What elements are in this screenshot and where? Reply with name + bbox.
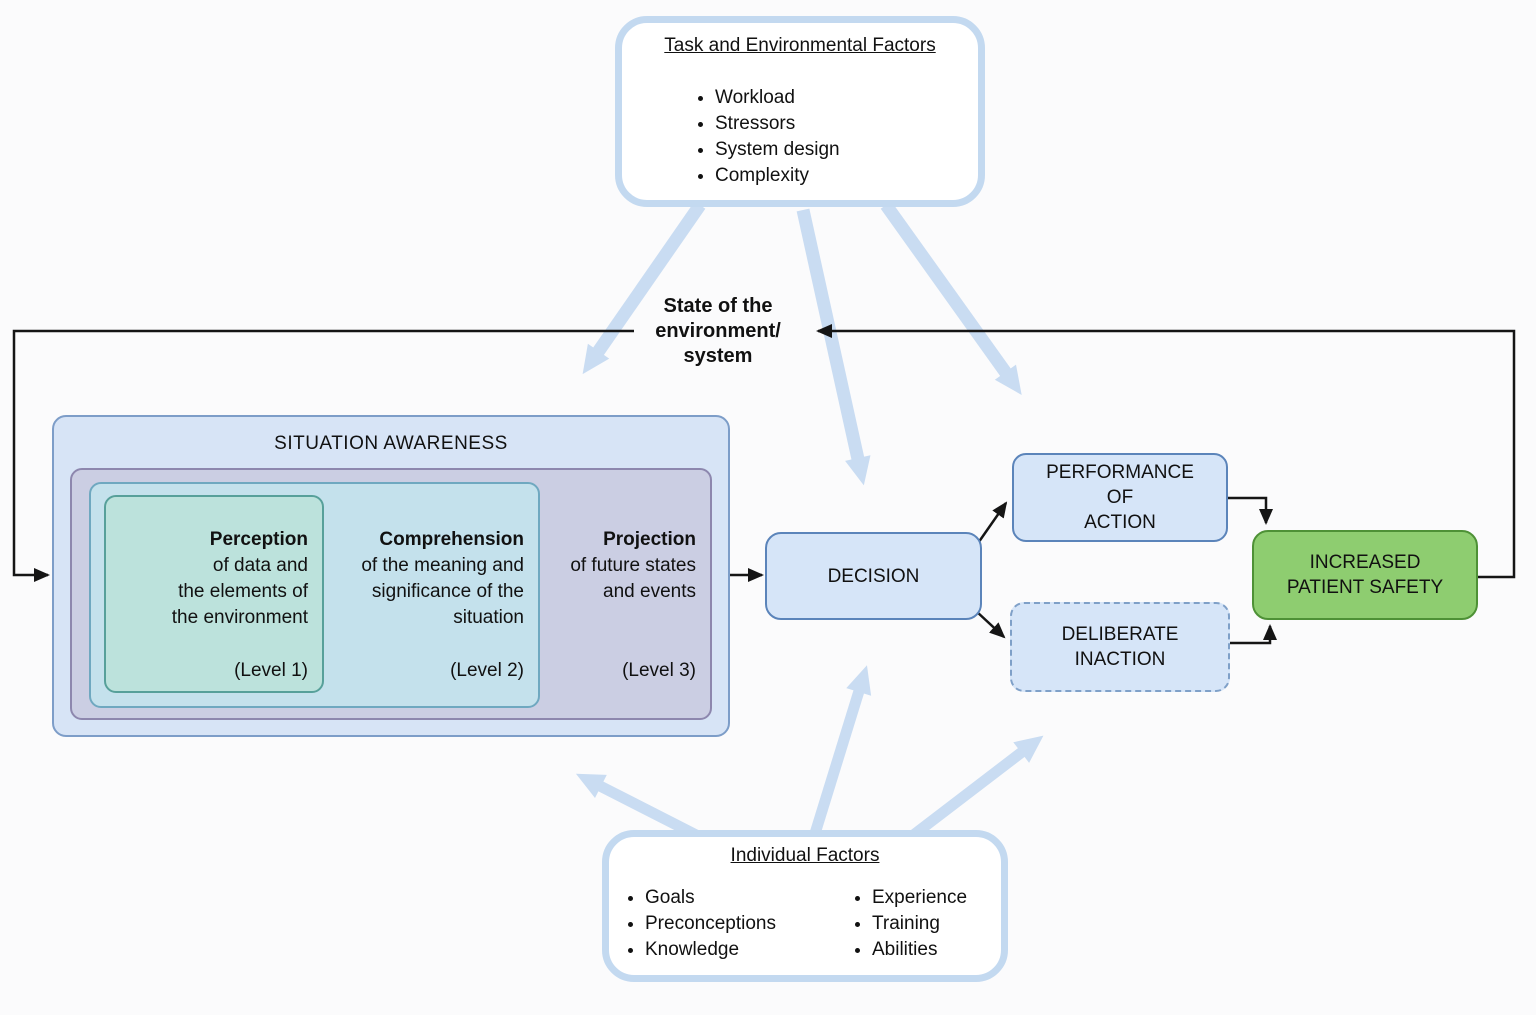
level3-region bbox=[70, 468, 712, 720]
projection-heading: Projection bbox=[603, 529, 696, 550]
perception-line: of data and bbox=[212, 555, 308, 576]
situation-awareness-title: SITUATION AWARENESS bbox=[274, 433, 508, 454]
list-item: Complexity bbox=[715, 163, 978, 189]
list-item: Preconceptions bbox=[645, 911, 835, 937]
individual-factors-box: Individual Factors Goals Preconceptions … bbox=[602, 830, 1008, 982]
level1-tag: (Level 1) bbox=[234, 660, 308, 681]
deliberate-inaction-box: DELIBERATE INACTION bbox=[1010, 602, 1230, 692]
list-item: Abilities bbox=[872, 937, 1042, 963]
perception-heading: Perception bbox=[209, 529, 308, 550]
performance-line: ACTION bbox=[1084, 512, 1156, 533]
perception-line: the elements of bbox=[178, 581, 308, 602]
state-label-line: environment/ bbox=[655, 320, 781, 342]
feedback-state-to-sa bbox=[12, 329, 634, 582]
level3-tag: (Level 3) bbox=[622, 660, 696, 681]
comprehension-heading: Comprehension bbox=[379, 529, 524, 550]
level2-region bbox=[89, 482, 540, 708]
arrow-individualfactors-to-decision bbox=[807, 665, 872, 842]
arrow-individualfactors-to-inaction bbox=[899, 735, 1044, 848]
arrow-inaction-to-safety bbox=[1230, 624, 1277, 645]
arrow-performance-to-safety bbox=[1228, 496, 1273, 525]
decision-label: DECISION bbox=[827, 565, 920, 587]
projection-text: Projection of future states and events bbox=[570, 527, 696, 605]
perception-text: Perception of data and the elements of t… bbox=[172, 527, 308, 631]
list-item: Goals bbox=[645, 885, 835, 911]
comprehension-line: of the meaning and bbox=[361, 555, 524, 576]
arrow-taskfactors-to-situation-awareness bbox=[582, 201, 706, 375]
comprehension-line: situation bbox=[453, 607, 524, 628]
perception-line: the environment bbox=[171, 607, 308, 628]
safety-line: INCREASED bbox=[1309, 552, 1421, 573]
inaction-line: INACTION bbox=[1074, 649, 1166, 670]
list-item: Training bbox=[872, 911, 1042, 937]
inaction-line: DELIBERATE bbox=[1061, 624, 1179, 645]
list-item: Experience bbox=[872, 885, 1042, 911]
individual-factors-title: Individual Factors bbox=[730, 845, 880, 866]
level1-region bbox=[104, 495, 324, 693]
comprehension-text: Comprehension of the meaning and signifi… bbox=[361, 527, 524, 631]
task-factors-title: Task and Environmental Factors bbox=[664, 35, 936, 56]
list-item: Stressors bbox=[715, 111, 978, 137]
arrow-decision-to-inaction bbox=[975, 610, 1006, 639]
state-label-line: system bbox=[683, 345, 753, 367]
arrow-taskfactors-to-performance bbox=[880, 201, 1022, 395]
projection-line: of future states bbox=[570, 555, 696, 576]
performance-line: PERFORMANCE bbox=[1046, 462, 1194, 483]
list-item: Knowledge bbox=[645, 937, 835, 963]
safety-line: PATIENT SAFETY bbox=[1286, 577, 1444, 598]
individual-factors-col1: Goals Preconceptions Knowledge bbox=[609, 885, 835, 963]
decision-box: DECISION bbox=[765, 532, 982, 620]
individual-factors-col2: Experience Training Abilities bbox=[836, 885, 1042, 963]
increased-patient-safety-box: INCREASED PATIENT SAFETY bbox=[1252, 530, 1478, 620]
state-of-environment-label: State of the environment/ system bbox=[592, 294, 844, 369]
task-environmental-factors-box: Task and Environmental Factors Workload … bbox=[615, 16, 985, 207]
task-factors-list: Workload Stressors System design Complex… bbox=[622, 85, 978, 189]
performance-of-action-box: PERFORMANCE OF ACTION bbox=[1012, 453, 1228, 542]
feedback-safety-to-state bbox=[816, 324, 1516, 579]
state-label-line: State of the bbox=[663, 295, 773, 317]
level2-tag: (Level 2) bbox=[450, 660, 524, 681]
comprehension-line: significance of the bbox=[371, 581, 524, 602]
list-item: Workload bbox=[715, 85, 978, 111]
situation-awareness-box: SITUATION AWARENESS Perception of data a… bbox=[52, 415, 730, 737]
arrow-decision-to-performance bbox=[974, 501, 1008, 547]
list-item: System design bbox=[715, 137, 978, 163]
performance-line: OF bbox=[1106, 487, 1134, 508]
projection-line: and events bbox=[603, 581, 696, 602]
